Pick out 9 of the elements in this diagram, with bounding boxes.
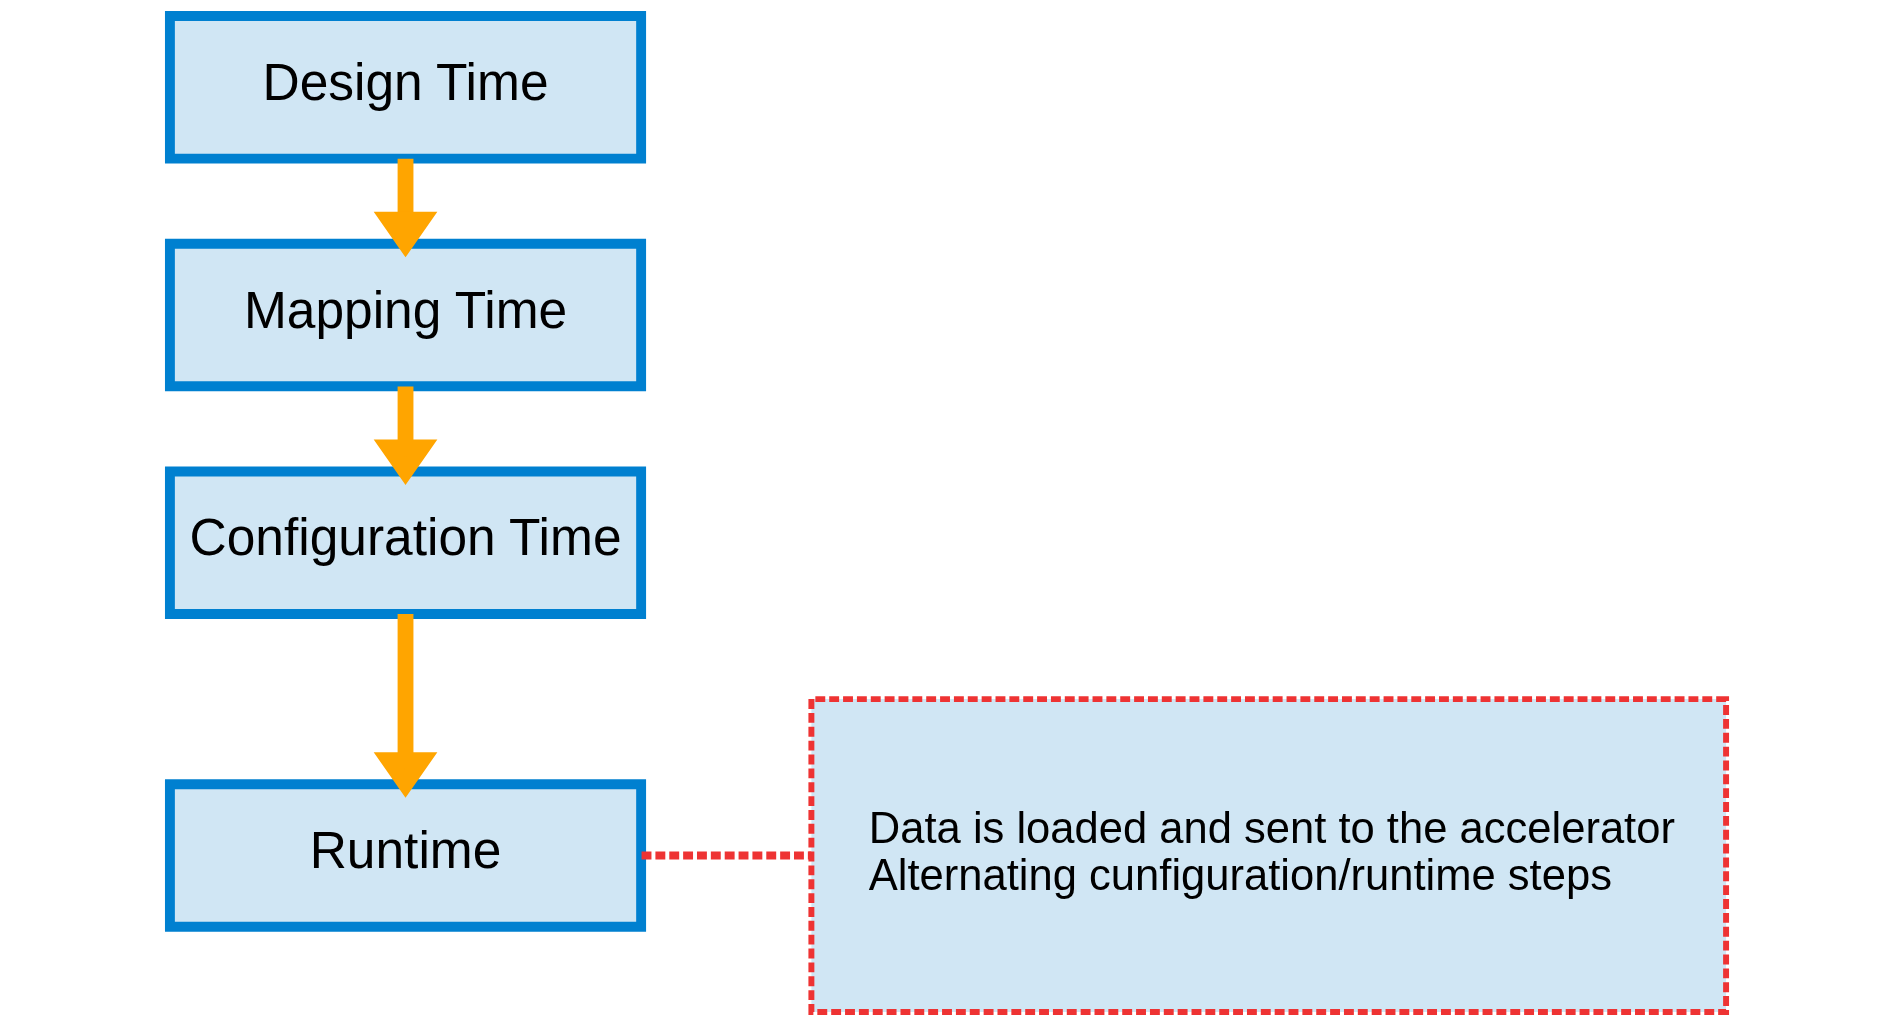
connector — [641, 851, 811, 860]
node-box: Data is loaded and sent to the accelerator Alternating cunfiguration/runtime steps — [807, 696, 1729, 1015]
node-box: Configuration Time — [164, 466, 646, 619]
node-box: Mapping Time — [164, 238, 646, 392]
arrow — [373, 386, 437, 486]
arrow — [373, 158, 437, 258]
arrow — [373, 614, 437, 798]
node-box: Design Time — [164, 11, 646, 164]
node-box: Runtime — [164, 779, 646, 932]
